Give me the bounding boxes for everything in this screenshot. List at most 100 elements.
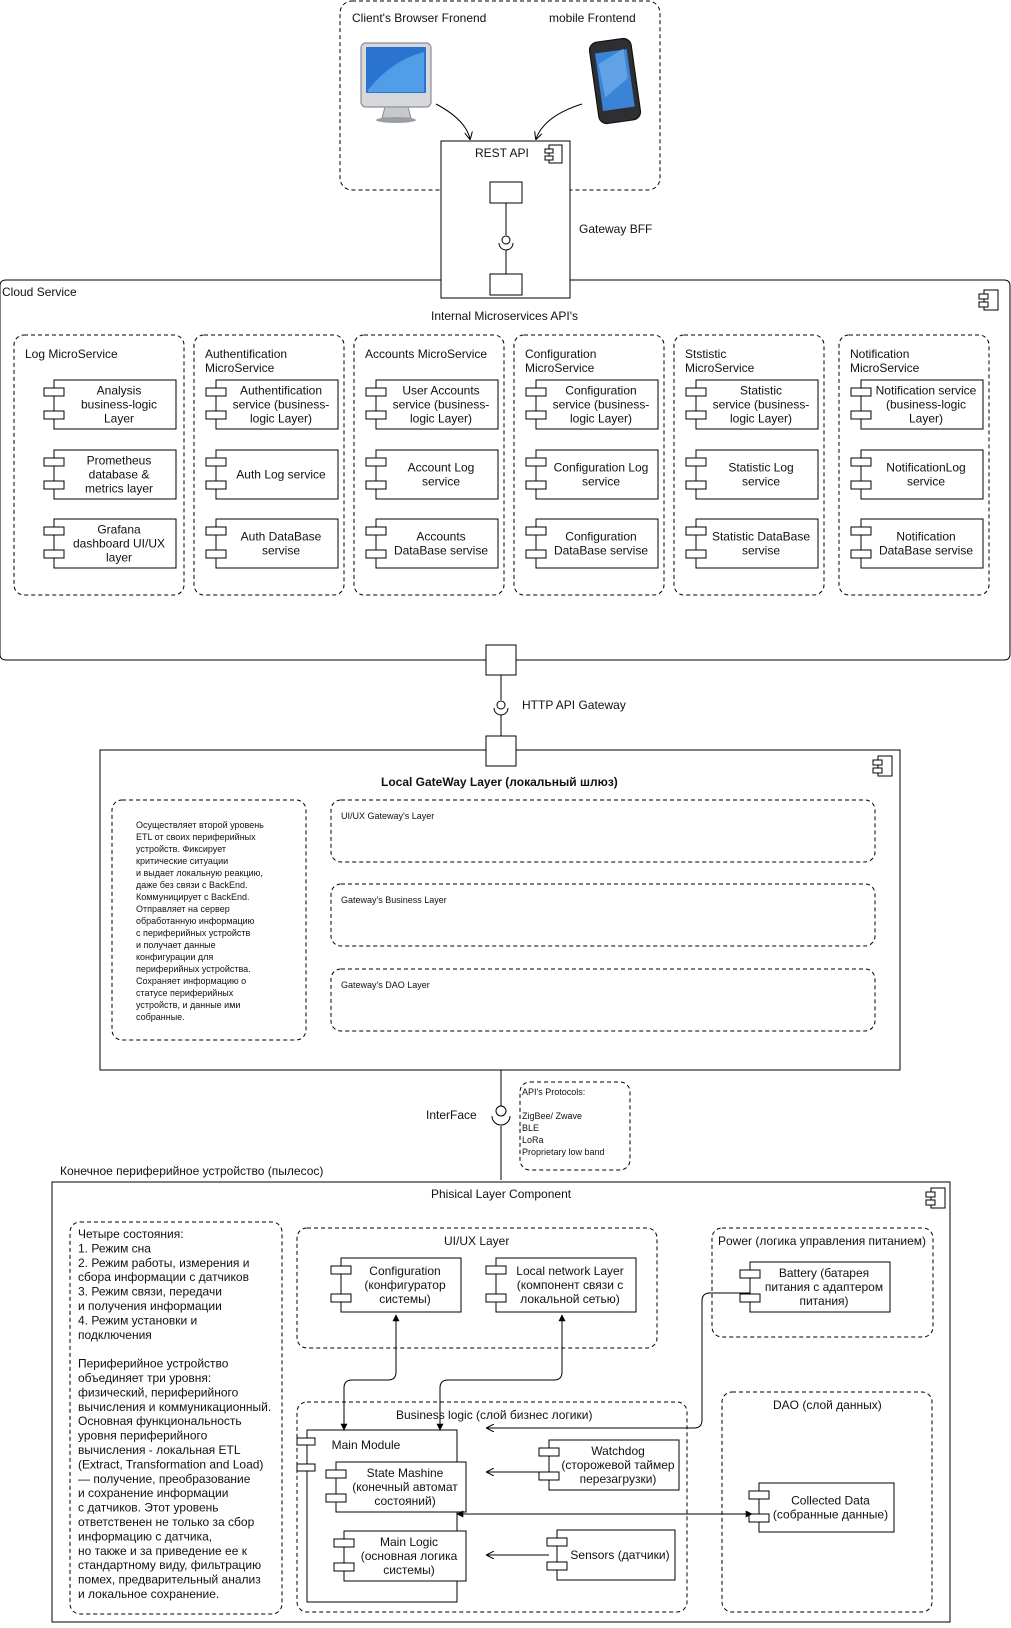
microservice-component-label: Analysis — [97, 384, 142, 398]
microservice-component-label: Auth DataBase — [241, 530, 322, 544]
microservice-component-label: logic Layer) — [250, 412, 312, 426]
gateway-description-line: Сохраняет информацию о — [136, 976, 246, 986]
sensors-component: Sensors (датчики) — [546, 1529, 676, 1581]
device-description-line: 4. Режим установки и — [78, 1313, 197, 1327]
microservice-title: Notification — [850, 347, 909, 361]
rest-api-label: REST API — [475, 146, 529, 160]
device-components: Configuration(конфигураторсистемы)Local … — [325, 1257, 895, 1582]
microservice-component-label: NotificationLog — [886, 461, 965, 475]
gateway-description-line: устройств, и данные ими — [136, 1000, 240, 1010]
device-description-line: стандартному виду, фильтрацию — [78, 1558, 261, 1572]
device-description-line: сбора информации с датчиков — [78, 1270, 249, 1284]
device-description-line: с датчиков. Этот уровень — [78, 1501, 219, 1515]
local-network-component-label: локальной сетью) — [520, 1292, 620, 1306]
gateway-layer: Gateway's Business Layer — [330, 883, 876, 947]
collected-data-component: Collected Data(собранные данные) — [748, 1482, 895, 1533]
cloud-port — [485, 644, 517, 676]
local-gateway-description-box — [111, 799, 307, 1041]
microservice-component-label: Layer — [104, 412, 134, 426]
configuration-component-label: системы) — [379, 1292, 431, 1306]
gateway-description-line: ETL от своих периферийных — [136, 832, 256, 842]
gateway-layer-label: Gateway's Business Layer — [341, 895, 447, 905]
battery-component-label: Battery (батарея — [779, 1266, 869, 1280]
microservice-component-label: Account Log — [408, 461, 475, 475]
device-description-line: 3. Режим связи, передачи — [78, 1285, 222, 1299]
browser-frontend-label: Client's Browser Fronend — [352, 11, 486, 25]
watchdog-component-label: (сторожевой таймер — [561, 1458, 675, 1472]
main-module-label: Main Module — [332, 1438, 401, 1452]
gateway-description-line: статусе периферийных — [136, 988, 234, 998]
device-description-line: Периферийное устройство — [78, 1357, 229, 1371]
gateway-description-line: с периферийных устройств — [136, 928, 251, 938]
protocol-line: API's Protocols: — [522, 1087, 585, 1097]
watchdog-component-label: Watchdog — [591, 1444, 645, 1458]
power-layer-box — [711, 1227, 934, 1338]
microservice-component-label: metrics layer — [85, 482, 153, 496]
sensors-component-label: Sensors (датчики) — [570, 1548, 669, 1562]
microservice-component-label: service — [582, 475, 620, 489]
microservice-component-label: Prometheus — [87, 454, 152, 468]
microservice-title: MicroService — [850, 361, 920, 375]
microservice-component-label: servise — [742, 544, 780, 558]
microservice-component-label: Notification — [896, 530, 955, 544]
microservice-column: AuthentificationMicroServiceAuthentifica… — [193, 334, 345, 596]
device-description-line: (Extract, Transformation and Load) — [78, 1457, 263, 1471]
microservice-component-label: servise — [262, 544, 300, 558]
microservice-component-label: service — [742, 475, 780, 489]
microservice-component-label: Configuration — [565, 530, 636, 544]
desktop-monitor-icon — [360, 42, 432, 123]
microservice-title: MicroService — [525, 361, 595, 375]
gateway-description-line: Отправляет на сервер — [136, 904, 230, 914]
watchdog-component-label: перезагрузки) — [580, 1472, 657, 1486]
microservice-component-label: Layer) — [909, 412, 943, 426]
device-description-line: информацию с датчика, — [78, 1529, 212, 1543]
device-description-line: — получение, преобразование — [78, 1472, 251, 1486]
device-container — [51, 1181, 951, 1623]
protocol-line: BLE — [522, 1123, 539, 1133]
main-logic-component-label: Main Logic — [380, 1535, 438, 1549]
device-description-line: помех, предварительный анализ — [78, 1573, 261, 1587]
uiux-layer-box — [296, 1227, 658, 1349]
component-icon — [872, 755, 893, 777]
gateway-description-line: конфигурации для — [136, 952, 213, 962]
microservice-title: Ststistic — [685, 347, 726, 361]
microservice-component-label: (business-logic — [886, 398, 966, 412]
device-description-line: и получения информации — [78, 1299, 222, 1313]
gateway-layer: UI/UX Gateway's Layer — [330, 799, 876, 863]
microservice-title: Log MicroService — [25, 347, 118, 361]
microservice-component-label: Notification service — [876, 384, 977, 398]
state-machine-component-label: (конечный автомат — [352, 1480, 458, 1494]
microservice-component-label: service (business- — [713, 398, 810, 412]
gateway-description-line: и получает данные — [136, 940, 216, 950]
microservice-component-label: service — [907, 475, 945, 489]
device-description-line: вычисления и коммуникационный. — [78, 1400, 271, 1414]
gateway-layer-label: Gateway's DAO Layer — [341, 980, 430, 990]
mobile-phone-icon — [588, 37, 642, 125]
configuration-component-label: Configuration — [369, 1264, 440, 1278]
collected-data-component-label: (собранные данные) — [773, 1508, 888, 1522]
microservice-column: Configuration MicroServiceConfigurationse… — [513, 334, 665, 596]
uiux-layer-title: UI/UX Layer — [444, 1234, 509, 1248]
device-description-line: объединяет три уровня: — [78, 1371, 211, 1385]
microservice-component-label: service — [422, 475, 460, 489]
microservice-component-label: Auth Log service — [236, 468, 326, 482]
device-description-line: вычисления - локальная ETL — [78, 1443, 241, 1457]
gateway-description-line: и выдает локальную реакцию, — [136, 868, 263, 878]
browser-to-rest-arrow — [435, 103, 470, 139]
microservice-component-label: Statistic Log — [728, 461, 793, 475]
bff-port-bottom — [489, 273, 523, 296]
microservices-row: Log MicroServiceAnalysisbusiness-logicLa… — [13, 334, 990, 596]
